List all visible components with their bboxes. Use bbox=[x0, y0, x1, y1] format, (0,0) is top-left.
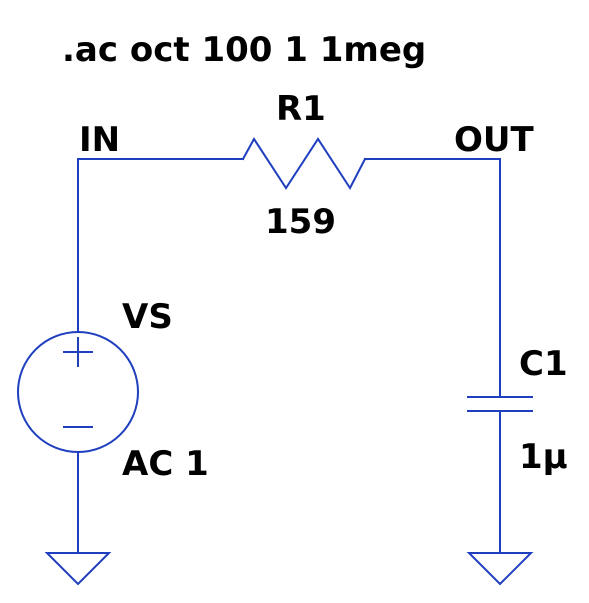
net-label-in[interactable]: IN bbox=[79, 120, 120, 160]
capacitor-value[interactable]: 1μ bbox=[519, 437, 568, 477]
capacitor-name[interactable]: C1 bbox=[519, 344, 568, 384]
ground-left-icon[interactable] bbox=[44, 552, 112, 586]
spice-directive[interactable]: .ac oct 100 1 1meg bbox=[62, 30, 426, 70]
resistor-value[interactable]: 159 bbox=[265, 202, 336, 242]
resistor-name[interactable]: R1 bbox=[276, 89, 326, 129]
net-label-out[interactable]: OUT bbox=[454, 120, 535, 160]
ground-right-icon[interactable] bbox=[466, 552, 534, 586]
resistor-zigzag-icon[interactable] bbox=[241, 137, 367, 190]
wire-in-net[interactable] bbox=[77, 158, 244, 333]
source-value[interactable]: AC 1 bbox=[122, 444, 209, 484]
wire-out-net[interactable] bbox=[364, 158, 501, 398]
source-name[interactable]: VS bbox=[122, 297, 173, 337]
wires bbox=[17, 137, 534, 586]
